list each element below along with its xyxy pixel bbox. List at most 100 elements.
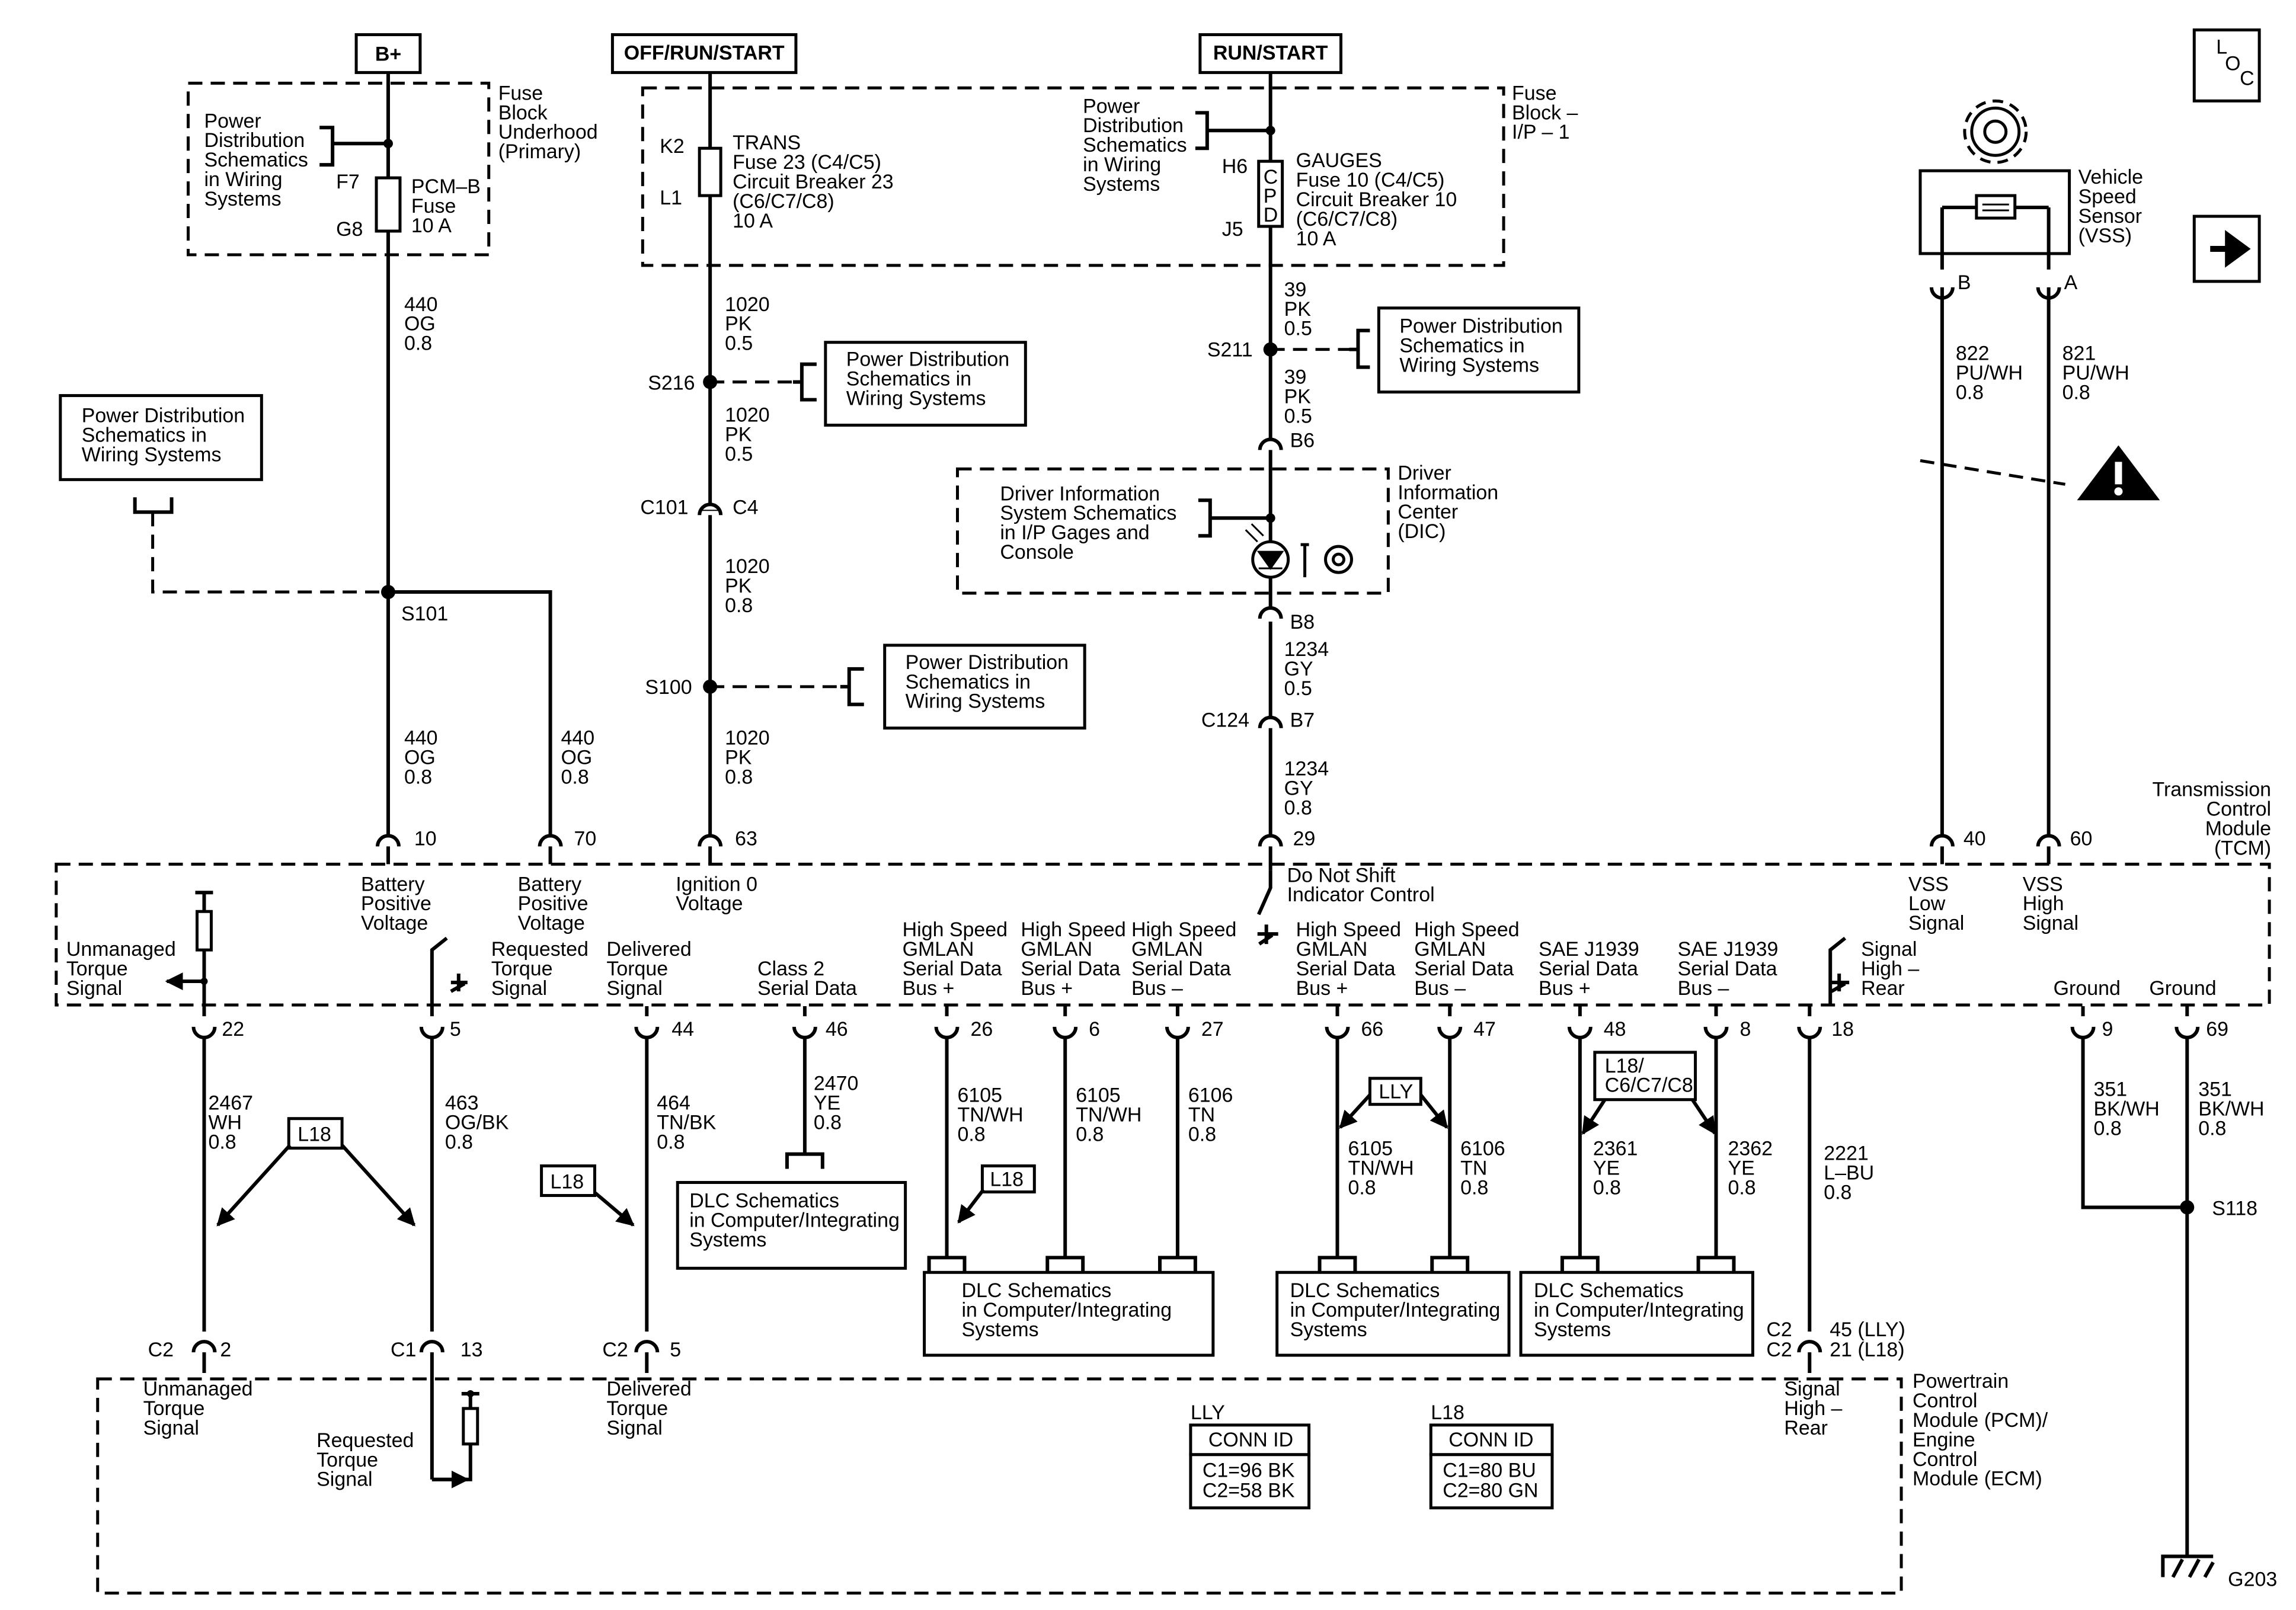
svg-text:Signal: Signal xyxy=(1861,938,1917,961)
svg-text:L1: L1 xyxy=(660,187,682,209)
svg-text:PK: PK xyxy=(725,575,752,597)
svg-text:822: 822 xyxy=(1956,343,1990,365)
svg-text:G203: G203 xyxy=(2228,1568,2277,1590)
svg-text:0.8: 0.8 xyxy=(957,1124,985,1146)
svg-text:L–BU: L–BU xyxy=(1824,1162,1874,1185)
svg-text:Systems: Systems xyxy=(1534,1318,1611,1341)
splice-s211: S211 xyxy=(1207,328,1370,369)
svg-text:Power Distribution: Power Distribution xyxy=(906,651,1069,674)
svg-text:Torque: Torque xyxy=(316,1449,378,1471)
pcm-signal-labels: Unmanaged Torque Signal Requested Torque… xyxy=(143,1378,1843,1491)
svg-text:10 A: 10 A xyxy=(733,210,773,232)
pd-ref-ip: Power Distribution Schematics in Wiring … xyxy=(1083,95,1275,196)
svg-text:PCM–B: PCM–B xyxy=(411,175,481,198)
svg-text:RUN/START: RUN/START xyxy=(1213,41,1328,64)
svg-text:70: 70 xyxy=(574,827,597,850)
dns-switch-symbol xyxy=(1256,870,1278,946)
svg-text:Torque: Torque xyxy=(143,1397,205,1420)
svg-text:Powertrain: Powertrain xyxy=(1913,1370,2009,1393)
svg-text:C1=80 BU: C1=80 BU xyxy=(1443,1459,1536,1482)
svg-text:0.5: 0.5 xyxy=(1284,677,1312,700)
svg-text:PK: PK xyxy=(725,313,752,335)
svg-text:2: 2 xyxy=(220,1339,231,1361)
svg-text:in Computer/Integrating: in Computer/Integrating xyxy=(961,1299,1172,1321)
svg-text:9: 9 xyxy=(2102,1018,2113,1041)
ground-g203-icon: G203 xyxy=(2161,1554,2277,1590)
svg-text:Delivered: Delivered xyxy=(606,938,691,961)
svg-text:Requested: Requested xyxy=(316,1429,414,1452)
svg-text:L18: L18 xyxy=(990,1169,1024,1191)
warning-icon xyxy=(2077,445,2160,501)
svg-text:Voltage: Voltage xyxy=(676,892,743,915)
arrow-right-icon[interactable] xyxy=(2192,215,2261,283)
svg-text:440: 440 xyxy=(561,727,595,750)
svg-text:2361: 2361 xyxy=(1593,1138,1638,1160)
tcm-outline xyxy=(55,862,2271,1007)
svg-text:Underhood: Underhood xyxy=(498,121,598,143)
svg-text:0.8: 0.8 xyxy=(1956,382,1984,404)
svg-text:Fuse 23 (C4/C5): Fuse 23 (C4/C5) xyxy=(733,151,881,174)
wire-1020-c: 1020 PK 0.8 xyxy=(725,555,769,617)
svg-text:C101: C101 xyxy=(640,496,688,518)
svg-text:48: 48 xyxy=(1604,1018,1626,1041)
connector-b6: B6 xyxy=(1258,429,1315,452)
svg-text:440: 440 xyxy=(404,293,438,316)
pd-box-s216: Power Distribution Schematics in Wiring … xyxy=(824,341,1027,427)
svg-text:Wiring Systems: Wiring Systems xyxy=(82,443,222,466)
svg-text:SAE J1939: SAE J1939 xyxy=(1678,938,1779,961)
svg-text:in I/P Gages and: in I/P Gages and xyxy=(1000,521,1149,544)
svg-text:Delivered: Delivered xyxy=(606,1378,691,1400)
pcm-internal-symbols xyxy=(431,1390,479,1489)
svg-text:Ignition 0: Ignition 0 xyxy=(676,873,757,895)
svg-text:Fuse: Fuse xyxy=(498,82,543,104)
svg-text:C1=96 BK: C1=96 BK xyxy=(1203,1459,1295,1482)
svg-text:1020: 1020 xyxy=(725,555,769,578)
svg-text:0.8: 0.8 xyxy=(404,332,432,355)
svg-text:6106: 6106 xyxy=(1460,1138,1505,1160)
svg-text:Schematics in: Schematics in xyxy=(82,424,207,446)
conn-id-lly-table: LLY CONN ID C1=96 BK C2=58 BK xyxy=(1189,1401,1311,1510)
wire-1234-a: 1234 GY 0.5 xyxy=(1284,638,1329,700)
pcm-pins: C2 2 C1 13 C2 5 C2 C2 45 (LLY) 21 (L18) xyxy=(148,1318,1905,1361)
svg-text:TN/WH: TN/WH xyxy=(1348,1157,1414,1180)
fuse-block-ip-outline xyxy=(641,86,1505,267)
svg-text:Schematics in: Schematics in xyxy=(846,368,971,391)
svg-text:TN/BK: TN/BK xyxy=(657,1112,716,1134)
svg-text:0.5: 0.5 xyxy=(725,443,753,465)
dlc-box-hs-gmlan: DLC Schematics in Computer/Integrating S… xyxy=(923,1256,1215,1357)
svg-text:CONN ID: CONN ID xyxy=(1448,1429,1533,1451)
svg-text:8: 8 xyxy=(1739,1018,1751,1041)
wire-6105-a: 6105 TN/WH 0.8 xyxy=(957,1084,1023,1146)
svg-text:High –: High – xyxy=(1861,958,1919,980)
svg-text:821: 821 xyxy=(2062,343,2096,365)
svg-text:Signal: Signal xyxy=(491,977,547,1000)
svg-text:Driver Information: Driver Information xyxy=(1000,482,1160,505)
svg-text:39: 39 xyxy=(1284,366,1307,389)
svg-text:0.5: 0.5 xyxy=(1284,405,1312,427)
svg-text:Signal: Signal xyxy=(316,1468,372,1491)
svg-text:GMLAN: GMLAN xyxy=(903,938,974,961)
svg-text:40: 40 xyxy=(1964,827,1986,850)
svg-text:2221: 2221 xyxy=(1824,1142,1868,1165)
svg-text:Transmission: Transmission xyxy=(2153,779,2272,801)
wire-2470: 2470 YE 0.8 xyxy=(814,1073,859,1134)
svg-text:LLY: LLY xyxy=(1379,1081,1413,1103)
svg-text:Power Distribution: Power Distribution xyxy=(846,348,1009,371)
svg-text:6105: 6105 xyxy=(957,1084,1002,1107)
svg-text:GMLAN: GMLAN xyxy=(1296,938,1368,961)
svg-text:J5: J5 xyxy=(1222,218,1243,241)
svg-text:1020: 1020 xyxy=(725,404,769,427)
svg-text:Low: Low xyxy=(1908,892,1946,915)
svg-text:0.8: 0.8 xyxy=(1460,1176,1488,1199)
splice-s101: S101 xyxy=(381,585,552,838)
svg-text:2467: 2467 xyxy=(208,1092,253,1115)
svg-text:Circuit Breaker 10: Circuit Breaker 10 xyxy=(1296,188,1457,211)
wire-821: 821 PU/WH 0.8 xyxy=(2062,343,2129,404)
fuse-block-underhood-outline xyxy=(187,81,491,257)
svg-text:66: 66 xyxy=(1361,1018,1383,1041)
option-l18-b: L18 xyxy=(540,1164,635,1227)
svg-text:OFF/RUN/START: OFF/RUN/START xyxy=(624,41,785,64)
svg-text:Module (PCM)/: Module (PCM)/ xyxy=(1913,1409,2048,1432)
svg-text:G8: G8 xyxy=(336,218,363,241)
